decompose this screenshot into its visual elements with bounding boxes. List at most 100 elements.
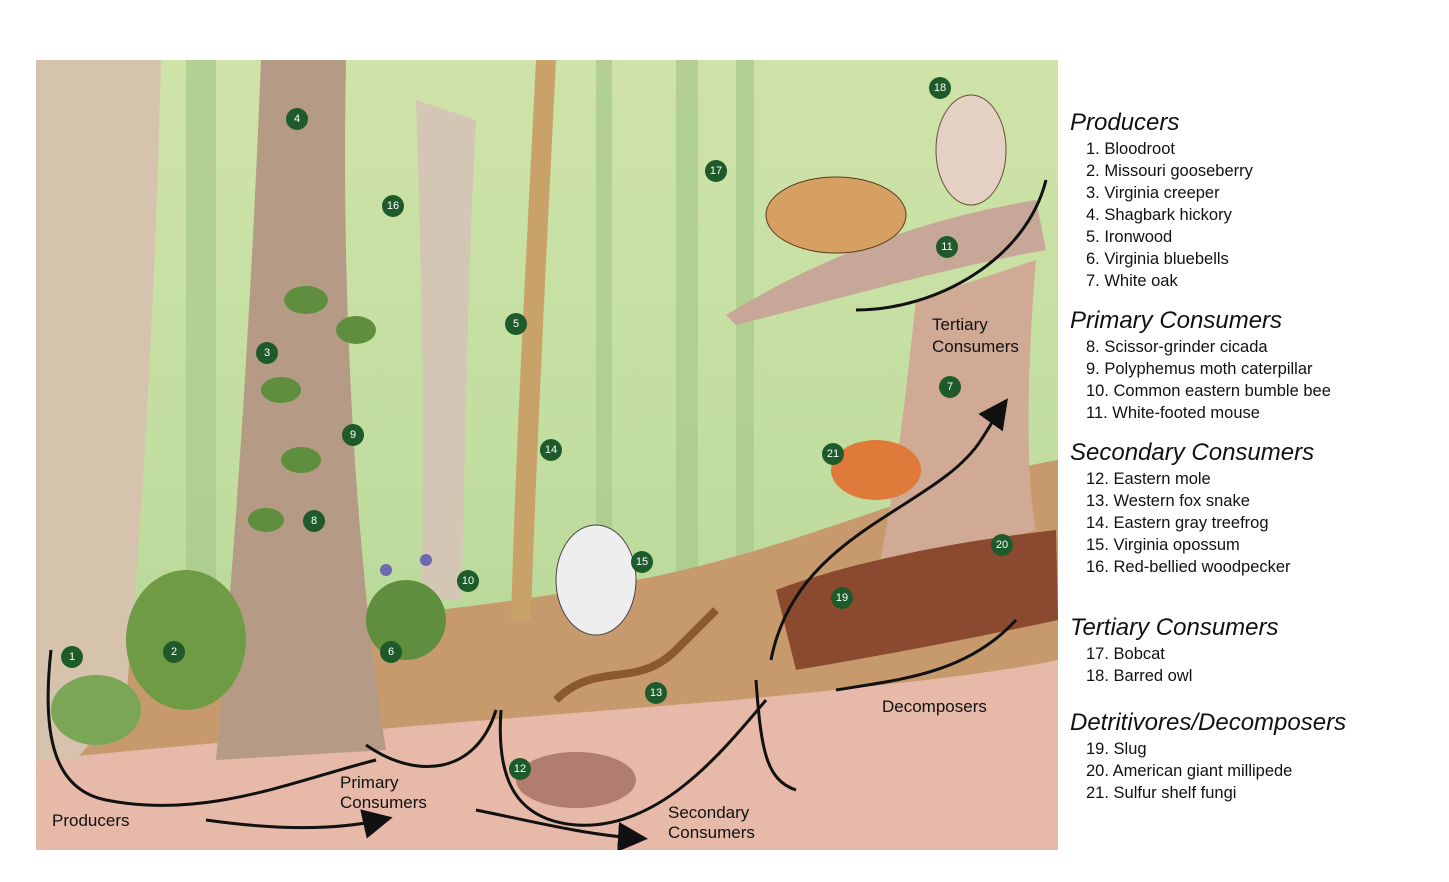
organism-marker-3: 3 (256, 342, 278, 364)
organism-marker-15: 15 (631, 551, 653, 573)
marker-number: 15 (636, 556, 648, 568)
organism-marker-12: 12 (509, 758, 531, 780)
sulfur-shelf-fungi (831, 440, 921, 500)
organism-marker-7: 7 (939, 376, 961, 398)
organism-marker-13: 13 (645, 682, 667, 704)
stage-label-secondary-2: Consumers (668, 823, 755, 842)
organism-marker-21: 21 (822, 443, 844, 465)
marker-circle (303, 510, 325, 532)
barred-owl (935, 94, 1007, 206)
legend-item: 8. Scissor-grinder cicada (1086, 338, 1268, 356)
legend-item: 3. Virginia creeper (1086, 184, 1220, 202)
organism-marker-16: 16 (382, 195, 404, 217)
organism-marker-17: 17 (705, 160, 727, 182)
legend-item: 1. Bloodroot (1086, 140, 1175, 158)
organism-marker-20: 20 (991, 534, 1013, 556)
legend-item: 9. Polyphemus moth caterpillar (1086, 360, 1313, 378)
oak-branch (726, 200, 1046, 325)
opossum (555, 524, 637, 636)
legend-item: 16. Red-bellied woodpecker (1086, 558, 1291, 576)
stage-label-tertiary-1: Tertiary (932, 315, 988, 334)
marker-number: 16 (387, 200, 399, 212)
marker-circle (991, 534, 1013, 556)
organism-marker-4: 4 (286, 108, 308, 130)
legend-heading: Producers (1070, 109, 1180, 136)
marker-circle (929, 77, 951, 99)
legend-item: 6. Virginia bluebells (1086, 250, 1229, 268)
organism-marker-9: 9 (342, 424, 364, 446)
marker-circle (505, 313, 527, 335)
legend-item: 20. American giant millipede (1086, 762, 1293, 780)
marker-circle (831, 587, 853, 609)
organism-marker-2: 2 (163, 641, 185, 663)
marker-circle (61, 646, 83, 668)
gooseberry-plant (126, 570, 246, 710)
stage-label-primary-1: Primary (340, 773, 399, 792)
marker-number: 10 (462, 575, 474, 587)
marker-number: 17 (710, 165, 722, 177)
marker-number: 13 (650, 687, 662, 699)
marker-number: 3 (264, 347, 270, 359)
marker-number: 8 (311, 515, 317, 527)
stage-label-primary-2: Consumers (340, 793, 427, 812)
marker-circle (509, 758, 531, 780)
legend-item: 14. Eastern gray treefrog (1086, 514, 1269, 532)
distant-trees (186, 60, 754, 620)
legend-item: 18. Barred owl (1086, 667, 1193, 685)
marker-circle (645, 682, 667, 704)
marker-circle (705, 160, 727, 182)
marker-number: 1 (69, 651, 75, 663)
marker-number: 9 (350, 429, 356, 441)
marker-number: 11 (941, 241, 952, 253)
marker-circle (631, 551, 653, 573)
virginia-creeper-vine (248, 286, 376, 532)
organism-marker-8: 8 (303, 510, 325, 532)
organism-marker-18: 18 (929, 77, 951, 99)
stage-label-secondary-1: Secondary (668, 803, 750, 822)
marker-circle (380, 641, 402, 663)
marker-circle (286, 108, 308, 130)
bluebells-plant (366, 554, 446, 660)
legend-item: 21. Sulfur shelf fungi (1086, 784, 1237, 802)
marker-number: 5 (513, 318, 519, 330)
marker-circle (342, 424, 364, 446)
legend-item: 7. White oak (1086, 272, 1178, 290)
stage-label-producers: Producers (52, 811, 129, 830)
mole-burrow (516, 752, 636, 808)
legend-item: 4. Shagbark hickory (1086, 206, 1232, 224)
marker-number: 18 (934, 82, 946, 94)
marker-circle (382, 195, 404, 217)
marker-circle (540, 439, 562, 461)
ironwood-trunk (511, 60, 556, 620)
legend-heading: Tertiary Consumers (1070, 614, 1279, 641)
legend-heading: Secondary Consumers (1070, 439, 1315, 466)
organism-marker-14: 14 (540, 439, 562, 461)
legend-item: 13. Western fox snake (1086, 492, 1250, 510)
shagbark-hickory-trunk (216, 60, 386, 760)
food-web-illustration: Producers Primary Consumers Secondary Co… (36, 60, 1058, 850)
marker-circle (163, 641, 185, 663)
marker-circle (822, 443, 844, 465)
marker-number: 6 (388, 646, 394, 658)
fox-snake (553, 607, 719, 703)
legend-item: 15. Virginia opossum (1086, 536, 1240, 554)
legend-item: 10. Common eastern bumble bee (1086, 382, 1331, 400)
bloodroot-plant (51, 675, 141, 745)
bobcat (765, 176, 907, 254)
stage-label-tertiary-2: Consumers (932, 337, 1019, 356)
marker-number: 4 (294, 113, 300, 125)
dead-tree-trunk (416, 100, 476, 600)
organism-marker-10: 10 (457, 570, 479, 592)
legend-heading: Detritivores/Decomposers (1070, 709, 1347, 736)
legend-item: 5. Ironwood (1086, 228, 1173, 246)
marker-number: 20 (996, 539, 1008, 551)
marker-circle (256, 342, 278, 364)
organism-marker-19: 19 (831, 587, 853, 609)
